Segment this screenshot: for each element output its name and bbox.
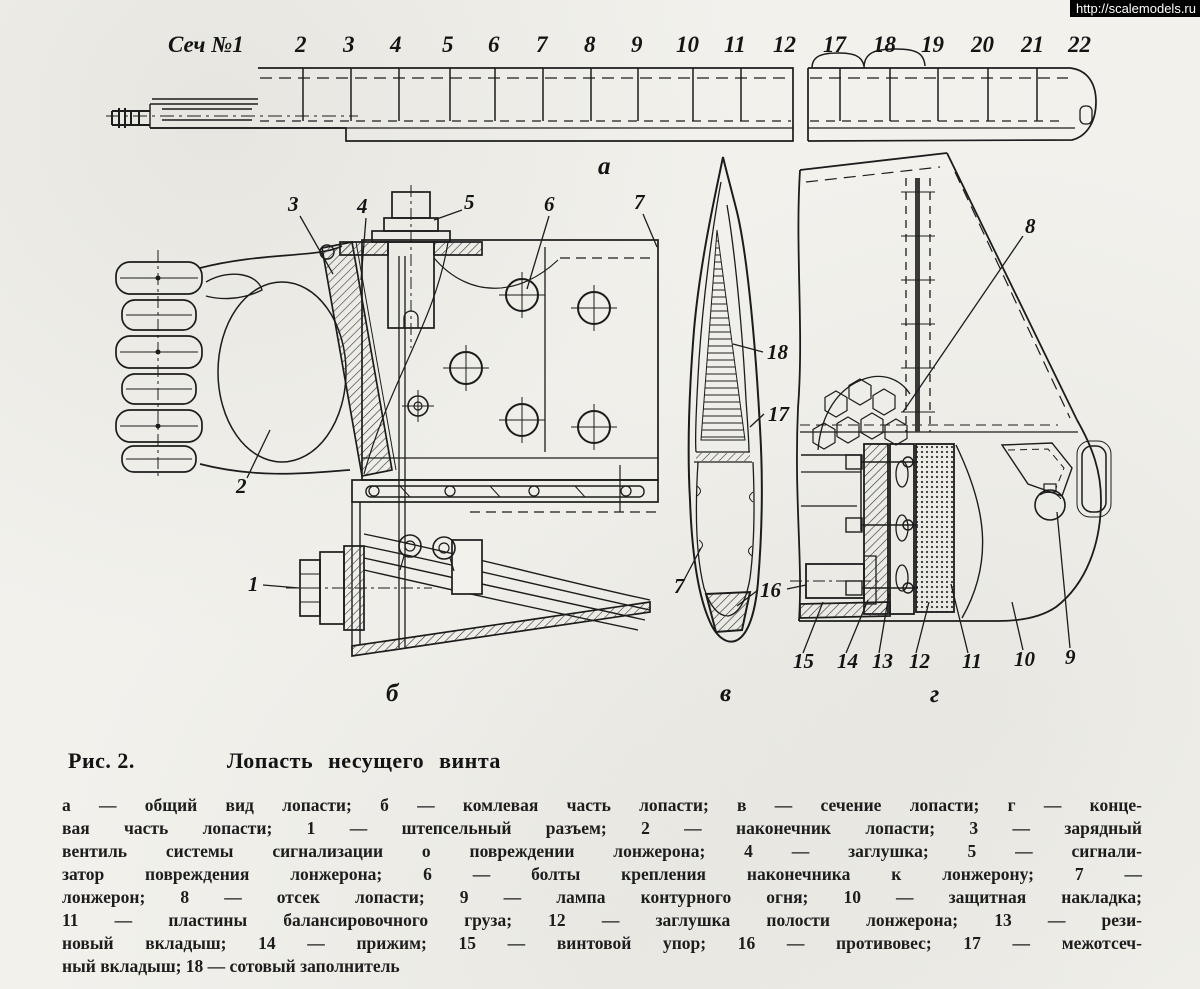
section-number: 3	[342, 32, 355, 57]
section-number: 10	[676, 32, 700, 57]
view-b-root-detail	[115, 185, 659, 657]
section-number: 4	[389, 32, 402, 57]
section-number: 12	[773, 32, 796, 57]
callout-number: 10	[1014, 647, 1036, 671]
section-row-prefix: Сеч №1	[168, 32, 244, 57]
section-number: 6	[488, 32, 500, 57]
figure-title: Лопасть несущего винта	[226, 748, 501, 773]
section-number: 2	[294, 32, 307, 57]
callout-number: 6	[544, 192, 555, 216]
section-numbers-row: Сеч №1 2 3 4 5 6 7 8 9 10 11 12 17 18 19…	[168, 32, 1091, 57]
callout-number: 16	[760, 578, 782, 602]
callout-number: 1	[248, 572, 259, 596]
section-number: 8	[584, 32, 596, 57]
section-number: 22	[1067, 32, 1091, 57]
section-number: 9	[631, 32, 643, 57]
callout-number: 9	[1065, 645, 1076, 669]
legend-line: а — общий вид лопасти; б — комлевая част…	[62, 795, 1142, 815]
callout-number: 18	[767, 340, 789, 364]
callout-number: 14	[837, 649, 858, 673]
callout-number: 15	[793, 649, 814, 673]
legend-line: новый вкладыш; 14 — прижим; 15 — винтово…	[62, 933, 1142, 953]
callout-number: 3	[287, 192, 299, 216]
figure-number: Рис. 2.	[68, 748, 135, 773]
legend-line: 11 — пластины балансировочного груза; 12…	[62, 910, 1142, 930]
callout-number: 7	[674, 574, 686, 598]
section-number: 20	[970, 32, 995, 57]
figure-legend: а — общий вид лопасти; б — комлевая част…	[62, 794, 1142, 978]
callout-number: 12	[909, 649, 931, 673]
view-label-v: в	[720, 680, 731, 707]
legend-line: затор повреждения лонжерона; 6 — болты к…	[62, 864, 1142, 884]
figure-caption: Рис. 2. Лопасть несущего винта	[68, 748, 501, 774]
view-a-blade-overall	[106, 48, 1097, 142]
callout-number: 4	[356, 194, 368, 218]
legend-line: ный вкладыш; 18 — сотовый заполнитель	[62, 956, 400, 976]
watermark-url: http://scalemodels.ru	[1076, 1, 1196, 16]
figure-drawing: Сеч №1 2 3 4 5 6 7 8 9 10 11 12 17 18 19…	[106, 32, 1112, 708]
view-label-a: а	[598, 153, 611, 180]
legend-line: лонжерон; 8 — отсек лопасти; 9 — лампа к…	[62, 887, 1142, 907]
watermark-bar: http://scalemodels.ru	[1068, 0, 1200, 17]
callout-leader-lines	[246, 209, 1071, 654]
view-g-tip-detail	[790, 152, 1112, 622]
legend-line: вая часть лопасти; 1 — штепсельный разъе…	[62, 818, 1142, 838]
callout-number: 5	[464, 190, 475, 214]
view-b-callouts: 3 4 5 6 7 2 1	[235, 190, 646, 596]
callout-number: 8	[1025, 214, 1036, 238]
section-number: 11	[724, 32, 746, 57]
view-label-g: г	[930, 681, 939, 708]
view-v-cross-section	[687, 156, 763, 643]
view-g-callouts: 8 15 14 13 12 11 10 9	[793, 214, 1076, 673]
callout-number: 7	[634, 190, 646, 214]
section-number: 7	[536, 32, 549, 57]
section-number: 17	[823, 32, 848, 57]
section-number: 5	[442, 32, 454, 57]
callout-number: 11	[962, 649, 982, 673]
section-number: 19	[921, 32, 945, 57]
section-number: 18	[873, 32, 897, 57]
view-v-callouts: 18 17 7 16	[674, 340, 791, 602]
section-number: 21	[1020, 32, 1044, 57]
legend-line: вентиль системы сигнализации о поврежден…	[62, 841, 1142, 861]
callout-number: 13	[872, 649, 893, 673]
view-label-b: б	[386, 680, 400, 707]
callout-number: 17	[768, 402, 791, 426]
callout-number: 2	[235, 474, 247, 498]
view-letter-labels: а б в г	[386, 153, 939, 708]
